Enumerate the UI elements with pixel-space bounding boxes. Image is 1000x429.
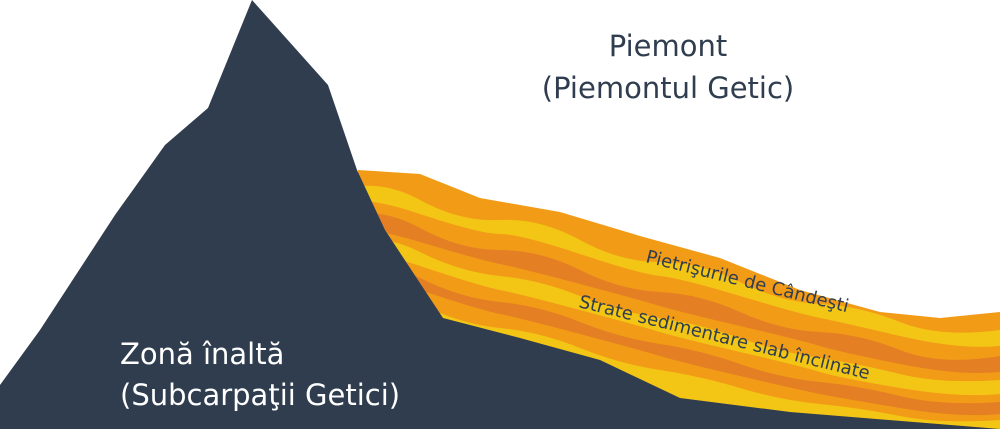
piedmont-title: Piemont (609, 29, 728, 63)
highland-subtitle: (Subcarpaţii Getici) (120, 378, 400, 412)
sediment-yellow-band-2 (358, 237, 1000, 396)
sediment-yellow-band-1 (358, 185, 1000, 347)
sediment-dark-band-1 (358, 212, 1000, 373)
piedmont-subtitle: (Piemontul Getic) (542, 71, 794, 105)
highland-title: Zonă înaltă (120, 337, 284, 371)
